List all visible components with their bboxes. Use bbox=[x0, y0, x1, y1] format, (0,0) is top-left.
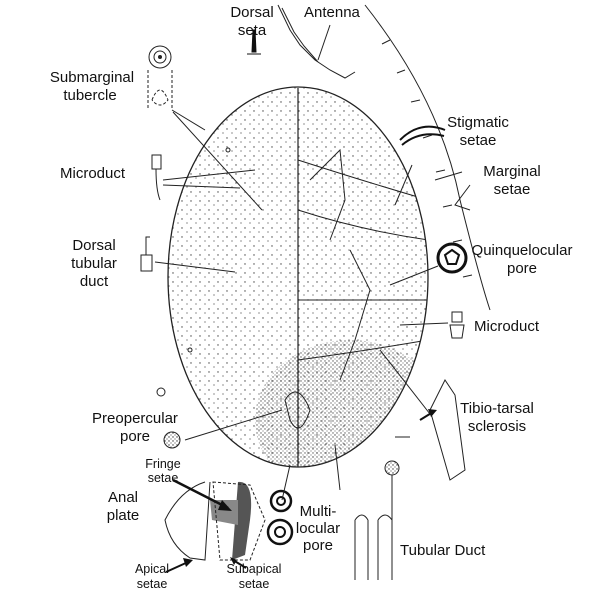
svg-text:Stigmatic: Stigmatic bbox=[447, 114, 509, 131]
preopercular-pore-drawing bbox=[163, 431, 181, 449]
tubular-duct-drawing bbox=[354, 460, 400, 580]
insect-body bbox=[167, 86, 429, 468]
svg-text:setae: setae bbox=[239, 577, 270, 591]
quinquelocular-pore-drawing bbox=[436, 242, 468, 274]
marginal-setae-drawing bbox=[364, 4, 491, 311]
svg-text:setae: setae bbox=[137, 577, 168, 591]
svg-text:pore: pore bbox=[507, 260, 537, 277]
dorsal-tubular-duct-drawing bbox=[140, 236, 153, 272]
svg-text:tubular: tubular bbox=[71, 255, 117, 272]
svg-text:Subapical: Subapical bbox=[227, 562, 282, 576]
microduct-right-drawing bbox=[449, 311, 465, 339]
svg-text:duct: duct bbox=[80, 273, 109, 290]
svg-text:Dorsal: Dorsal bbox=[72, 237, 115, 254]
svg-text:Submarginal: Submarginal bbox=[50, 69, 134, 86]
svg-text:Marginal: Marginal bbox=[483, 163, 541, 180]
label-microduct-right: Microduct bbox=[474, 318, 540, 335]
svg-text:setae: setae bbox=[148, 471, 179, 485]
svg-text:Quinquelocular: Quinquelocular bbox=[472, 242, 573, 259]
svg-text:tubercle: tubercle bbox=[63, 87, 116, 104]
dorsal-seta-drawing bbox=[247, 29, 261, 55]
tibio-tarsal-drawing bbox=[395, 379, 466, 481]
svg-text:sclerosis: sclerosis bbox=[468, 418, 526, 435]
svg-text:Apical: Apical bbox=[135, 562, 169, 576]
svg-text:Fringe: Fringe bbox=[145, 457, 180, 471]
svg-text:locular: locular bbox=[296, 520, 340, 537]
multilocular-pore-drawing bbox=[266, 489, 294, 546]
svg-text:pore: pore bbox=[120, 428, 150, 445]
svg-text:setae: setae bbox=[494, 181, 531, 198]
svg-text:Dorsal: Dorsal bbox=[230, 4, 273, 21]
submarginal-tubercle-drawing bbox=[147, 45, 173, 110]
svg-text:seta: seta bbox=[238, 22, 267, 39]
pore-drawing bbox=[156, 387, 166, 397]
svg-text:Tibio-tarsal: Tibio-tarsal bbox=[460, 400, 534, 417]
label-microduct-left: Microduct bbox=[60, 165, 126, 182]
svg-text:pore: pore bbox=[303, 537, 333, 554]
arrows bbox=[165, 409, 437, 573]
svg-text:setae: setae bbox=[460, 132, 497, 149]
microduct-left-drawing bbox=[151, 154, 162, 201]
label-antenna: Antenna bbox=[304, 4, 361, 21]
svg-text:Anal: Anal bbox=[108, 489, 138, 506]
anal-plate-drawing bbox=[164, 481, 266, 561]
svg-text:plate: plate bbox=[107, 507, 140, 524]
leader-lines bbox=[154, 24, 463, 501]
antenna-drawing bbox=[277, 4, 356, 79]
label-tubular-duct: Tubular Duct bbox=[400, 542, 486, 559]
svg-text:Preopercular: Preopercular bbox=[92, 410, 178, 427]
svg-text:Multi-: Multi- bbox=[300, 503, 337, 520]
